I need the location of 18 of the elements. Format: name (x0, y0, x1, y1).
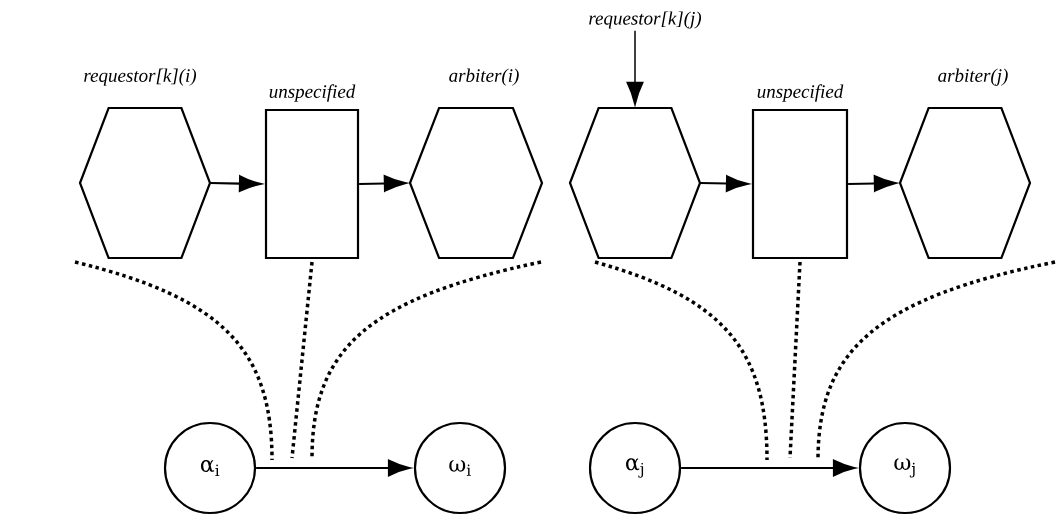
node-label: arbiter(i) (449, 68, 519, 86)
node-label: requestor[k](i) (84, 68, 197, 86)
dotted-line (290, 261, 314, 459)
node-label: unspecified (757, 84, 844, 102)
dotted-line (594, 260, 769, 461)
dotted-line (74, 260, 274, 461)
node-label: arbiter(j) (938, 68, 1008, 86)
arrow (626, 30, 644, 106)
arrow (210, 175, 262, 192)
arrow (359, 175, 407, 192)
arrow (700, 175, 749, 192)
hexagon (568, 106, 702, 260)
node-label: requestor[k](j) (589, 11, 702, 29)
arrow (681, 459, 856, 477)
node-label: unspecified (269, 84, 356, 102)
arrow (256, 459, 411, 477)
dotted-line (310, 260, 542, 459)
arrow (848, 175, 896, 192)
